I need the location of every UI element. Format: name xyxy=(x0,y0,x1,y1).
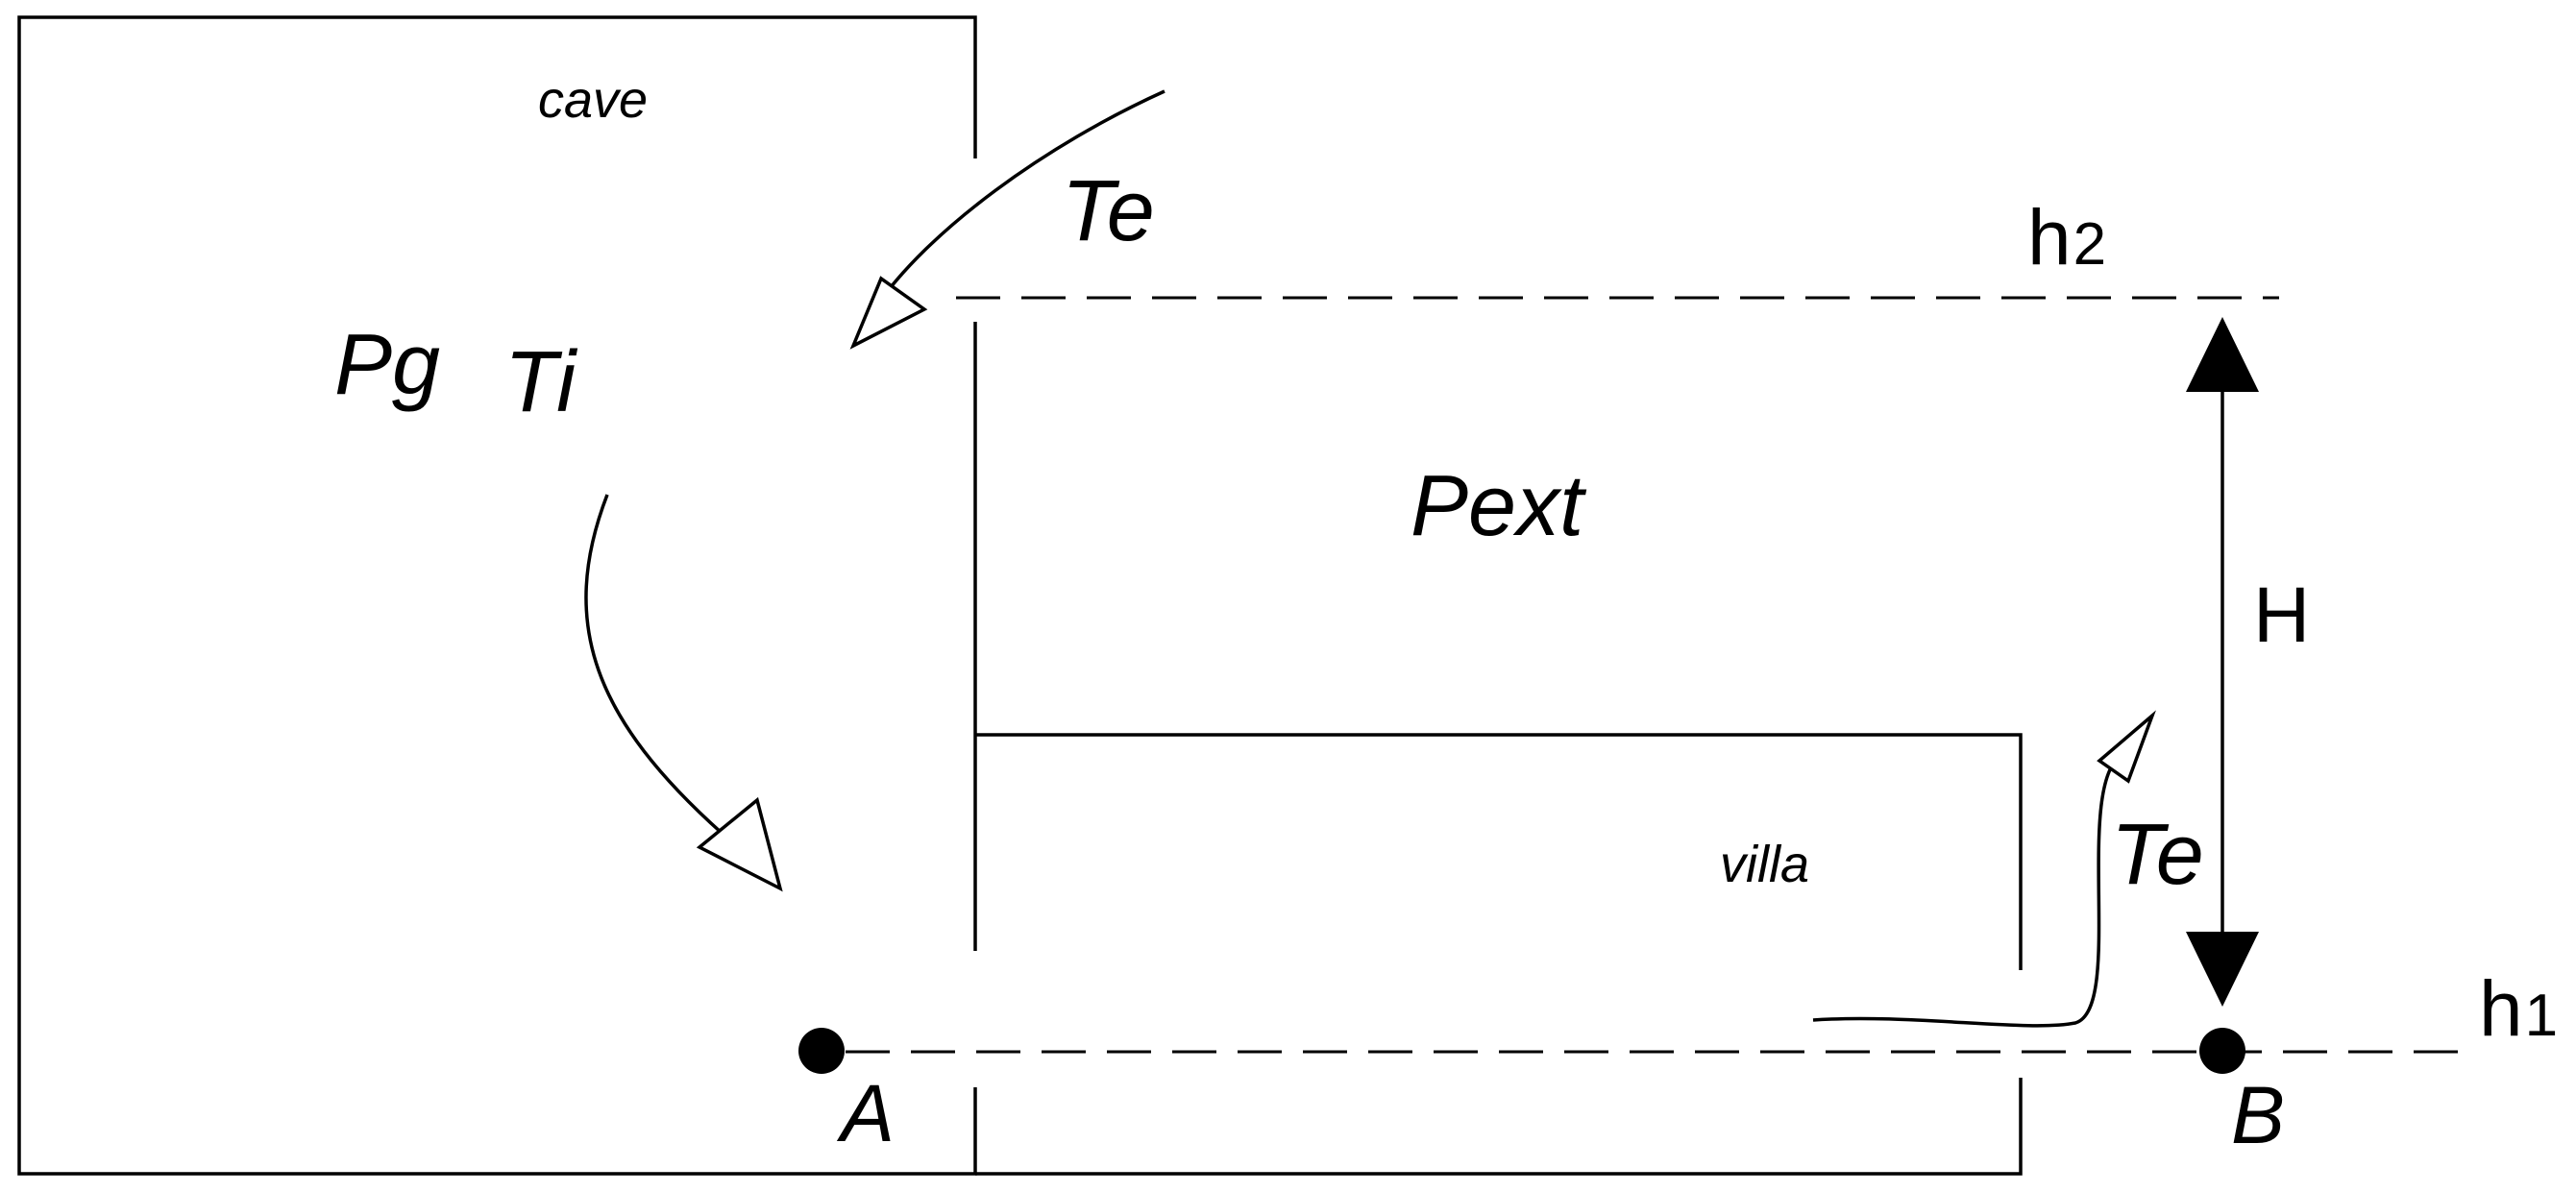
villa-outline xyxy=(975,733,2023,970)
inflow-arrow-curve xyxy=(872,89,1165,310)
height-arrow-up-head xyxy=(2186,317,2259,392)
pg-label: Pg xyxy=(334,317,440,413)
pext-label: Pext xyxy=(1411,458,1587,554)
point-a-label: A xyxy=(836,1068,895,1158)
outflow-arrow-curve xyxy=(1812,755,2121,1028)
height-label: H xyxy=(2253,572,2310,659)
cave-flow-arrow-curve xyxy=(584,494,724,836)
h2-label: h2 xyxy=(2027,194,2106,281)
te-top-label: Te xyxy=(1062,163,1155,259)
point-a-dot xyxy=(798,1028,845,1074)
villa-lower-wall xyxy=(975,1078,2023,1176)
point-b-label: B xyxy=(2231,1070,2285,1160)
cave-flow-arrowhead xyxy=(696,796,783,892)
villa-label: villa xyxy=(1720,836,1809,893)
te-right-label: Te xyxy=(2111,807,2204,903)
h1-label: h1 xyxy=(2479,965,2558,1053)
h1-label-base: h xyxy=(2479,965,2523,1053)
height-arrow-down-head xyxy=(2186,932,2259,1007)
h1-label-sub: 1 xyxy=(2525,983,2558,1049)
h2-label-sub: 2 xyxy=(2073,211,2106,278)
cave-outline xyxy=(17,15,977,1176)
point-b-dot xyxy=(2199,1028,2245,1074)
outflow-arrowhead xyxy=(2097,710,2156,784)
ti-label: Ti xyxy=(504,334,578,430)
cave-label: cave xyxy=(538,71,648,129)
inflow-arrowhead xyxy=(849,276,928,350)
h2-label-base: h xyxy=(2027,194,2072,281)
